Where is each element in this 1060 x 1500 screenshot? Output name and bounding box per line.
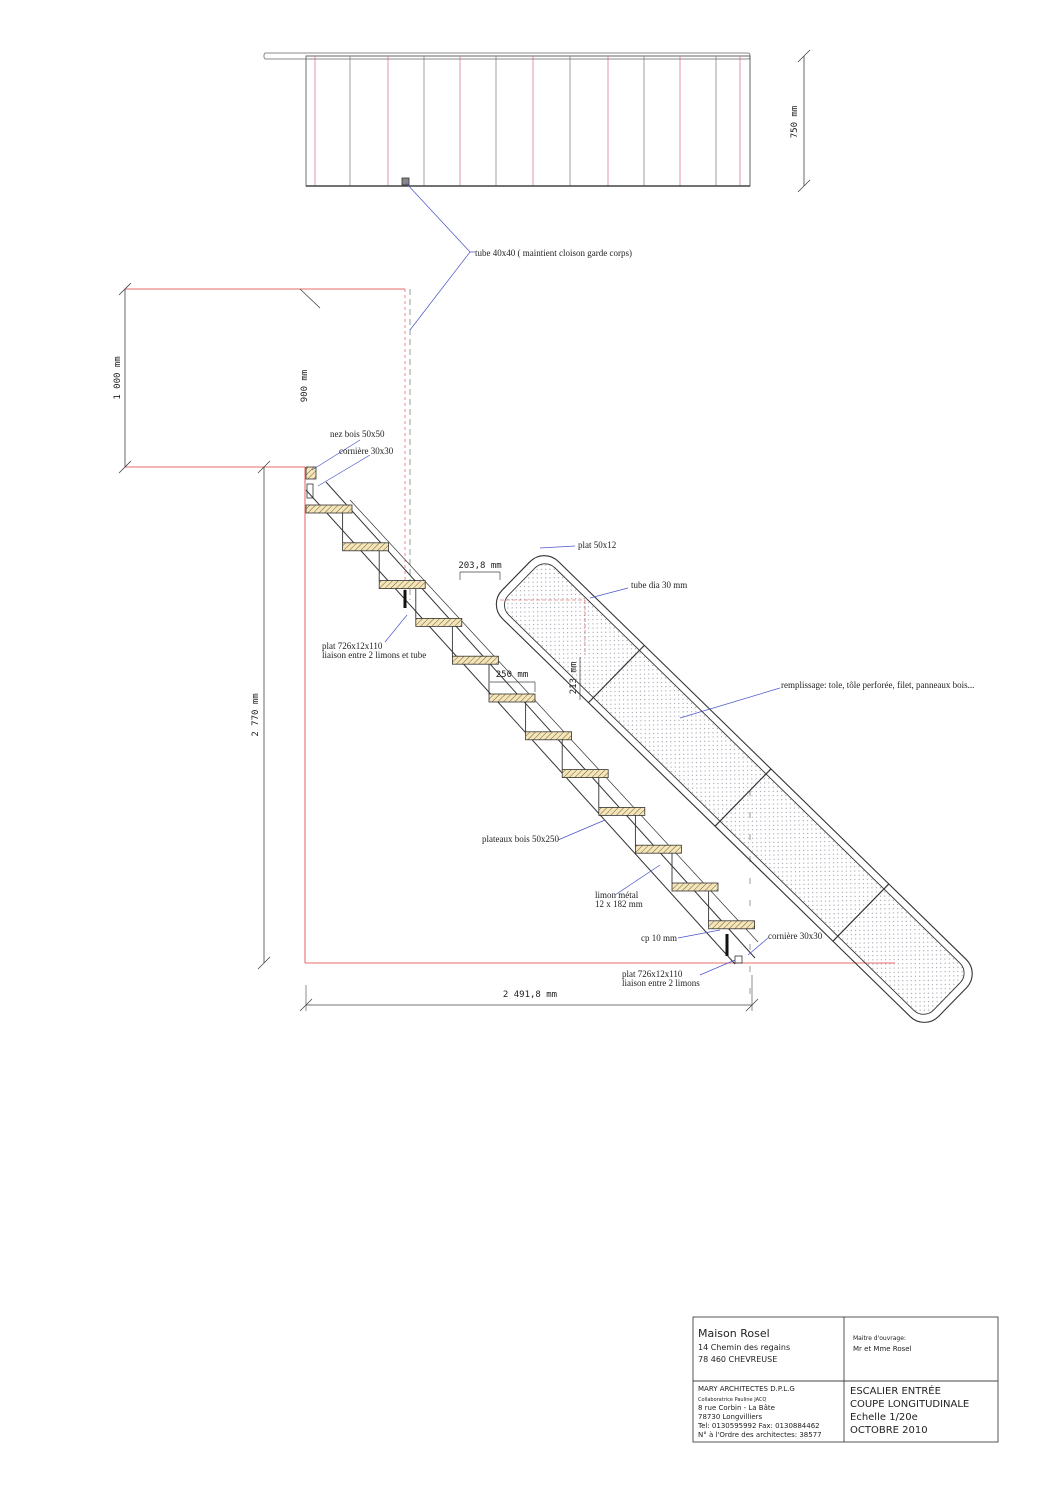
annotations: tube 40x40 ( maintient cloison garde cor…	[322, 248, 974, 988]
guard-post	[588, 644, 645, 704]
annotation-tube-dia: tube dia 30 mm	[631, 580, 687, 590]
tread	[342, 542, 390, 552]
plan-tube-post	[401, 177, 410, 186]
guard-posts	[588, 644, 890, 942]
architect-address-2: 78730 Longvilliers	[698, 1413, 763, 1421]
plan-width-dimension: 750 mm	[790, 106, 800, 139]
section-view: 1 000 mm 900 mm 2 770 mm 2 491,8 mm 203,…	[113, 182, 974, 1023]
drawing-title-2: COUPE LONGITUDINALE	[850, 1399, 969, 1410]
client-name: Mr et Mme Rosel	[853, 1345, 912, 1353]
tread	[488, 693, 536, 703]
leader-lines	[311, 182, 781, 976]
guard-post	[832, 883, 890, 942]
plan-tread-lines	[305, 56, 741, 186]
offset-dimension: 203,8 mm	[458, 561, 501, 571]
guard-panel-infill	[504, 563, 965, 1015]
title-block-frame	[692, 1316, 999, 1443]
dimension-lines: 1 000 mm 900 mm 2 770 mm 2 491,8 mm 203,…	[113, 282, 759, 1012]
client-label: Maitre d'ouvrage:	[853, 1335, 906, 1342]
drawing-title-1: ESCALIER ENTRÉE	[850, 1384, 941, 1397]
annotation-corniere-top: cornière 30x30	[339, 446, 394, 456]
top-nosing-block	[305, 466, 317, 480]
project-address-2: 78 460 CHEVREUSE	[698, 1355, 777, 1364]
plan-outline	[305, 55, 751, 187]
annotation-remplissage: remplissage: tole, tôle perforée, filet,…	[781, 680, 974, 690]
guard-height-dimension: 900 mm	[300, 370, 310, 403]
tread	[635, 844, 682, 854]
architect-address-1: 8 rue Corbin - La Bâte	[698, 1404, 775, 1412]
drawing-date: OCTOBRE 2010	[850, 1425, 928, 1436]
tread	[378, 580, 426, 589]
architect-name: MARY ARCHITECTES D.P.L.G	[698, 1385, 795, 1393]
annotation-corniere-bottom: cornière 30x30	[768, 931, 823, 941]
riser-dimension: 213 mm	[569, 662, 579, 695]
architect-phone: Tel: 0130595992 Fax: 0130884462	[697, 1422, 820, 1430]
tread	[671, 882, 719, 892]
annotation-nez: nez bois 50x50	[330, 429, 385, 439]
annotation-plat-bottom-2: liaison entre 2 limons	[622, 978, 700, 988]
stringer	[305, 481, 759, 965]
annotation-cp: cp 10 mm	[641, 933, 677, 943]
guard-post	[714, 768, 772, 827]
tread	[598, 807, 646, 816]
annotation-plateaux: plateaux bois 50x250	[482, 834, 559, 844]
tread	[525, 731, 572, 741]
project-address-1: 14 Chemin des regains	[698, 1343, 790, 1352]
annotation-limon-1: limon métal	[595, 890, 639, 900]
tread	[305, 504, 353, 514]
going-dimension: 250 mm	[496, 670, 529, 680]
total-height-dimension: 2 770 mm	[251, 693, 261, 736]
tread	[708, 920, 755, 930]
annotation-limon-2: 12 x 182 mm	[595, 899, 643, 909]
collaborator: Collaboratrice Pauline JACQ	[698, 1397, 766, 1403]
plan-view: 750 mm	[263, 49, 811, 193]
architect-order: N° à l'Ordre des architectes: 38577	[698, 1431, 822, 1439]
bottom-angle-bracket	[734, 955, 743, 964]
project-name: Maison Rosel	[698, 1327, 770, 1340]
tread	[561, 769, 609, 778]
tread	[415, 618, 463, 627]
annotation-plat-top-1: plat 726x12x110	[322, 641, 383, 651]
rail-height-dimension: 1 000 mm	[113, 356, 123, 399]
annotation-tube: tube 40x40 ( maintient cloison garde cor…	[475, 248, 632, 258]
tread	[451, 655, 499, 665]
tread-group	[305, 504, 755, 930]
title-block: Maison Rosel 14 Chemin des regains 78 46…	[692, 1316, 999, 1443]
guard-panel-outer	[495, 555, 973, 1023]
total-length-dimension: 2 491,8 mm	[503, 990, 557, 1000]
drawing-scale: Echelle 1/20e	[850, 1412, 918, 1423]
annotation-plat-top-2: liaison entre 2 limons et tube	[322, 650, 426, 660]
guard-rail-panel	[495, 555, 973, 1023]
annotation-plat-50: plat 50x12	[578, 540, 616, 550]
top-angle-bracket	[306, 483, 314, 499]
annotation-plat-bottom-1: plat 726x12x110	[622, 969, 683, 979]
